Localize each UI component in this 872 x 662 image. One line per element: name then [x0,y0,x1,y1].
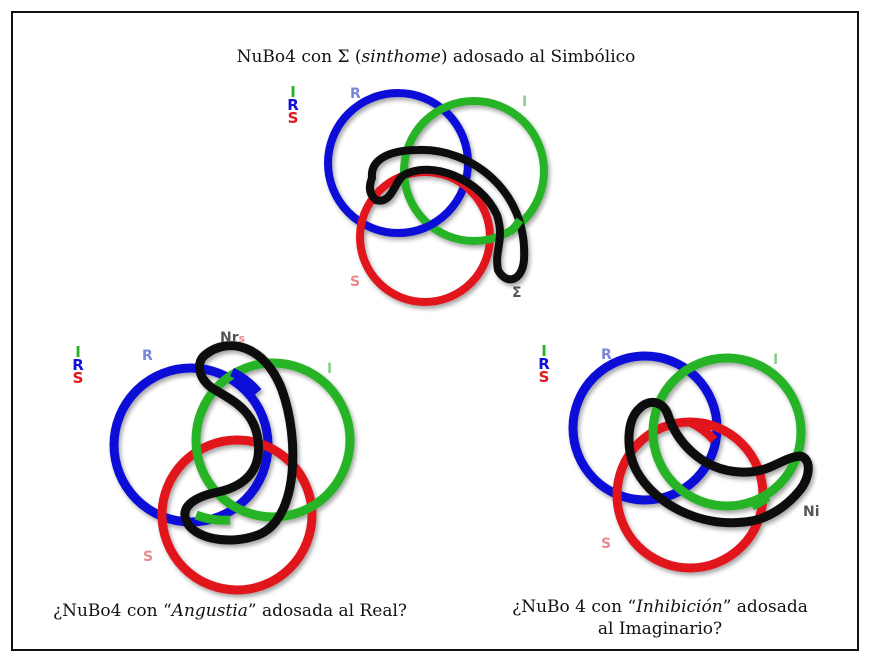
right-label-symbolic: S [601,536,611,552]
left-legend: I R S [71,343,85,387]
right-legend: I R S [537,342,551,386]
left-caption-italic: Angustia [171,601,248,621]
left-ring-imaginary [191,358,355,522]
top-sinthome-loop [365,145,529,284]
right-knot-diagram [568,351,813,573]
right-label-real: R [601,347,612,363]
top-label-symbolic: S [350,274,360,290]
legend-imaginary: I [75,343,81,361]
top-legend: I R S [286,83,300,127]
right-label-inhibition: Ni [803,504,820,520]
top-title-prefix: NuBo4 con Σ ( [236,47,362,67]
right-caption: ¿NuBo 4 con “Inhibición” adosada al Imag… [480,596,840,640]
legend-real: R [538,355,550,373]
right-label-imaginary: I [773,352,778,368]
top-title: NuBo4 con Σ (sinthome) adosado al Simból… [0,46,872,68]
right-caption-line2: al Imaginario? [597,619,723,639]
left-label-real: R [142,348,153,364]
top-knot-diagram [324,89,548,306]
top-ring-real [324,89,472,237]
left-ring-symbolic [157,435,317,595]
left-label-anxiety: Nrs [220,330,246,346]
legend-symbolic: S [538,368,550,386]
legend-imaginary: I [541,342,547,360]
right-inhibition-loop [624,397,813,528]
left-anxiety-loop [180,341,298,545]
right-caption-suffix: ” adosada [722,597,808,617]
left-caption: ¿NuBo4 con “Angustia” adosada al Real? [30,600,430,622]
legend-symbolic: S [72,369,84,387]
legend-real: R [72,356,84,374]
left-label-imaginary: I [327,361,332,377]
legend-imaginary: I [290,83,296,101]
figure-frame [11,11,859,651]
legend-real: R [287,96,299,114]
left-caption-suffix: ” adosada al Real? [247,601,408,621]
left-knot-diagram [109,341,355,595]
top-label-real: R [350,86,361,102]
top-label-imaginary: I [522,94,527,110]
top-title-italic: sinthome [361,47,441,67]
right-caption-italic: Inhibición [636,597,723,617]
legend-symbolic: S [287,109,299,127]
left-caption-prefix: ¿NuBo4 con “ [52,601,172,621]
top-label-sinthome: Σ [512,285,522,301]
left-label-symbolic: S [143,549,153,565]
right-ring-imaginary [648,353,806,511]
top-title-suffix: ) adosado al Simbólico [440,47,636,67]
right-caption-prefix: ¿NuBo 4 con “ [512,597,637,617]
right-caption-line1: ¿NuBo 4 con “Inhibición” adosada [480,596,840,618]
